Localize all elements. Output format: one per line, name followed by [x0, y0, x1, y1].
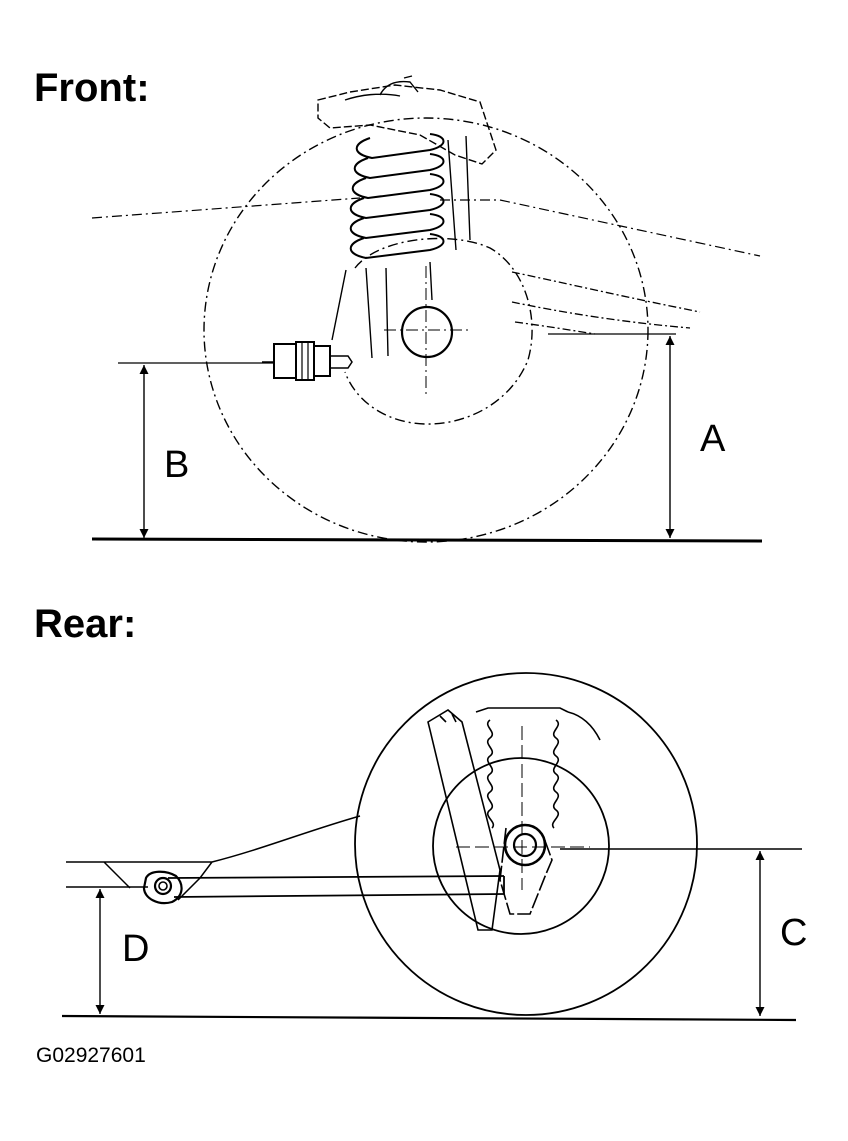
rear-trailing-arm	[142, 870, 505, 905]
front-hub-circle	[400, 305, 454, 359]
dimension-b-label: B	[164, 444, 190, 486]
front-lower-arm	[511, 271, 701, 335]
figure-code: G02927601	[36, 1044, 146, 1067]
front-strut-mount	[317, 84, 497, 165]
rear-body-line	[66, 815, 361, 901]
front-strut-body	[331, 135, 471, 359]
rear-bump-boot	[475, 707, 601, 829]
dimension-d-label: D	[122, 928, 150, 970]
front-bushing	[262, 341, 353, 381]
front-suspension-drawing	[91, 75, 763, 543]
front-coil-spring	[349, 133, 445, 260]
front-knuckle-outline	[344, 237, 533, 425]
rear-shock-absorber	[427, 709, 501, 931]
rear-rim-outline	[432, 757, 610, 935]
rear-suspension-drawing	[61, 672, 802, 1022]
front-body-line	[91, 197, 761, 257]
rear-hub-outer	[503, 823, 547, 867]
front-section-title: Front:	[34, 66, 150, 110]
rear-hub-inner	[512, 832, 538, 858]
rear-ground-line	[61, 1014, 797, 1022]
rear-section-title: Rear:	[34, 602, 137, 646]
front-strut-top	[344, 75, 419, 101]
dimension-a-label: A	[700, 418, 726, 460]
dimension-c-label: C	[780, 912, 808, 954]
front-ground-line	[91, 537, 763, 543]
front-tire-outline	[203, 117, 649, 543]
rear-knuckle	[499, 827, 553, 915]
rear-tire-outline	[354, 672, 698, 1016]
